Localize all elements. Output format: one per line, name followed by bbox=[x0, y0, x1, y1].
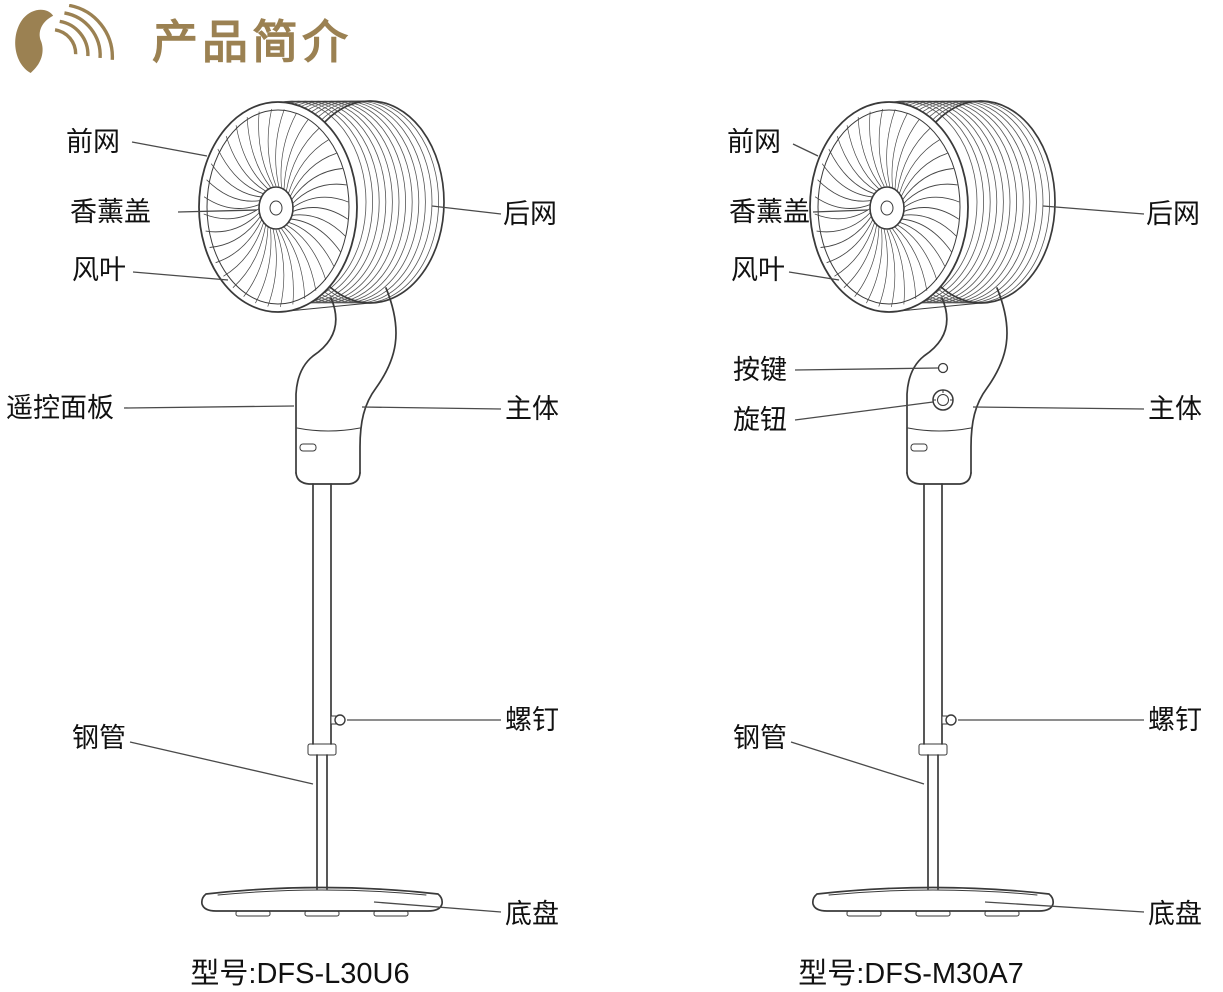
steel-tube bbox=[918, 483, 948, 890]
fan-blade-spokes bbox=[203, 108, 349, 308]
label-steel-tube: 钢管 bbox=[733, 723, 787, 753]
label-fan-blade: 风叶 bbox=[731, 255, 785, 285]
label-base-plate: 底盘 bbox=[505, 899, 559, 929]
model-number-right: 型号:DFS-M30A7 bbox=[798, 958, 1024, 990]
leader-lines bbox=[788, 143, 1145, 913]
fan-blade-spokes bbox=[814, 108, 960, 308]
label-fan-blade: 风叶 bbox=[72, 255, 126, 285]
knob-detail bbox=[932, 389, 954, 411]
label-rear-grille: 后网 bbox=[503, 199, 557, 229]
screw-detail bbox=[330, 714, 346, 726]
label-front-grille: 前网 bbox=[727, 127, 781, 157]
label-remote-panel: 遥控面板 bbox=[6, 393, 114, 423]
label-rear-grille: 后网 bbox=[1146, 199, 1200, 229]
page-title: 产品简介 bbox=[152, 16, 352, 68]
label-screw: 螺钉 bbox=[505, 705, 559, 735]
label-aroma-cover: 香薰盖 bbox=[70, 197, 151, 227]
label-aroma-cover: 香薰盖 bbox=[729, 197, 810, 227]
button-detail bbox=[937, 362, 949, 374]
diagram-panel-dfs-l30u6: 前网 香薰盖 风叶 遥控面板 钢管 后网 主体 螺钉 底盘 型号:DFS-L30… bbox=[0, 92, 600, 990]
fan-diagram-right bbox=[788, 100, 1145, 917]
steel-tube bbox=[307, 483, 337, 890]
fan-diagram-left bbox=[123, 100, 502, 917]
label-button: 按键 bbox=[733, 355, 787, 385]
brand-logo-icon bbox=[15, 4, 114, 73]
label-knob: 旋钮 bbox=[733, 405, 787, 435]
label-main-body: 主体 bbox=[505, 394, 559, 424]
remote-panel-slot bbox=[299, 443, 317, 452]
main-body-housing bbox=[906, 287, 1008, 485]
label-main-body: 主体 bbox=[1148, 394, 1202, 424]
base-plate bbox=[811, 886, 1055, 917]
label-front-grille: 前网 bbox=[66, 127, 120, 157]
label-screw: 螺钉 bbox=[1148, 705, 1202, 735]
diagram-panel-dfs-m30a7: 前网 香薰盖 风叶 按键 旋钮 钢管 后网 主体 螺钉 底盘 型号:DFS-M3… bbox=[611, 92, 1223, 990]
screw-detail bbox=[941, 714, 957, 726]
base-plate bbox=[200, 886, 444, 917]
main-body-housing bbox=[295, 287, 397, 485]
indicator-slot bbox=[910, 443, 928, 452]
leader-lines bbox=[123, 141, 502, 913]
label-steel-tube: 钢管 bbox=[72, 723, 126, 753]
label-base-plate: 底盘 bbox=[1148, 899, 1202, 929]
model-number-left: 型号:DFS-L30U6 bbox=[190, 958, 410, 990]
page-header: 产品简介 bbox=[10, 4, 352, 80]
